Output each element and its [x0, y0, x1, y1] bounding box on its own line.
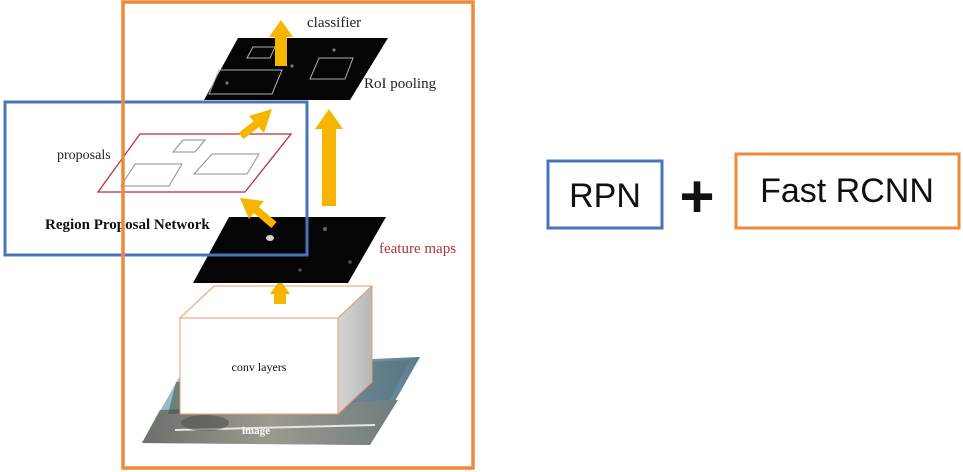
roi-pooling-label: RoI pooling [364, 76, 437, 92]
arrow-proposals-to-roi [238, 109, 272, 140]
proposals-plane [96, 133, 293, 193]
rpn-term-box [546, 159, 664, 230]
region-proposal-network-label: Region Proposal Network [45, 217, 210, 233]
rpn-term-text: RPN [569, 177, 641, 215]
arrow-feature-to-proposals [240, 198, 277, 229]
equation: RPN + Fast RCNN [546, 152, 961, 230]
roi-pooling-plane [204, 38, 388, 100]
arrow-conv-to-feature [270, 280, 290, 304]
proposals-label: proposals [57, 148, 111, 163]
feature-maps-label: feature maps [379, 241, 456, 257]
conv-layers-block: conv layers [178, 284, 374, 416]
image-label: image [242, 425, 270, 437]
plus-operator: + [679, 163, 714, 230]
fast-rcnn-term-box [734, 152, 961, 230]
fast-rcnn-highlight-box [121, 0, 475, 470]
rpn-highlight-box [3, 100, 309, 257]
feature-maps-plane [193, 217, 386, 283]
arrow-roi-to-classifier [269, 20, 293, 66]
classifier-label: classifier [307, 15, 361, 31]
arrow-feature-to-roi [315, 109, 343, 206]
conv-layers-label: conv layers [232, 360, 287, 374]
fast-rcnn-term-text: Fast RCNN [760, 172, 934, 210]
